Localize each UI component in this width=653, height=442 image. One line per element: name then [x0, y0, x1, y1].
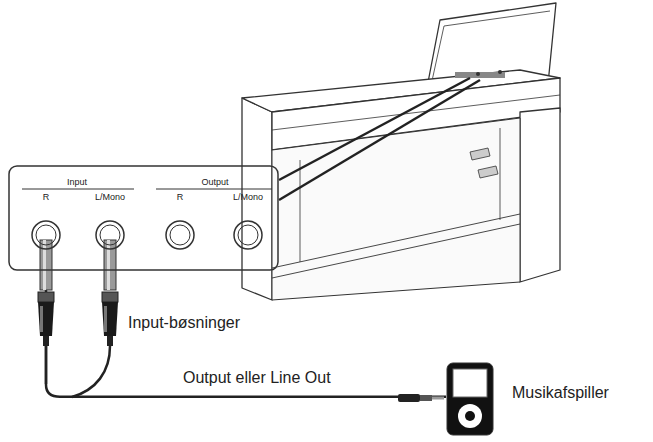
panel-outline — [8, 165, 279, 271]
jack-caption: Input-bøsninger — [128, 314, 240, 332]
cable-label: Output eller Line Out — [183, 369, 331, 387]
rca-plug — [38, 292, 118, 346]
jack-label: R — [43, 192, 50, 202]
jack-panel-callout: InputR L/Mono OutputR L/Mono — [8, 165, 279, 271]
leader-line — [279, 78, 470, 180]
cable — [46, 346, 110, 397]
jack-label: L/Mono — [95, 192, 125, 202]
leader-line — [279, 80, 480, 200]
mini-jack-plug — [398, 394, 444, 402]
side-panel — [520, 108, 560, 282]
device-label: Musikafspiller — [512, 384, 609, 402]
jack-label: Output — [201, 177, 228, 187]
music-player: Musikafspiller — [446, 362, 494, 436]
jack-label: R — [177, 192, 184, 202]
jack-label: Input — [67, 177, 87, 187]
jack-label: L/Mono — [233, 192, 263, 202]
music-player-body — [446, 362, 494, 436]
